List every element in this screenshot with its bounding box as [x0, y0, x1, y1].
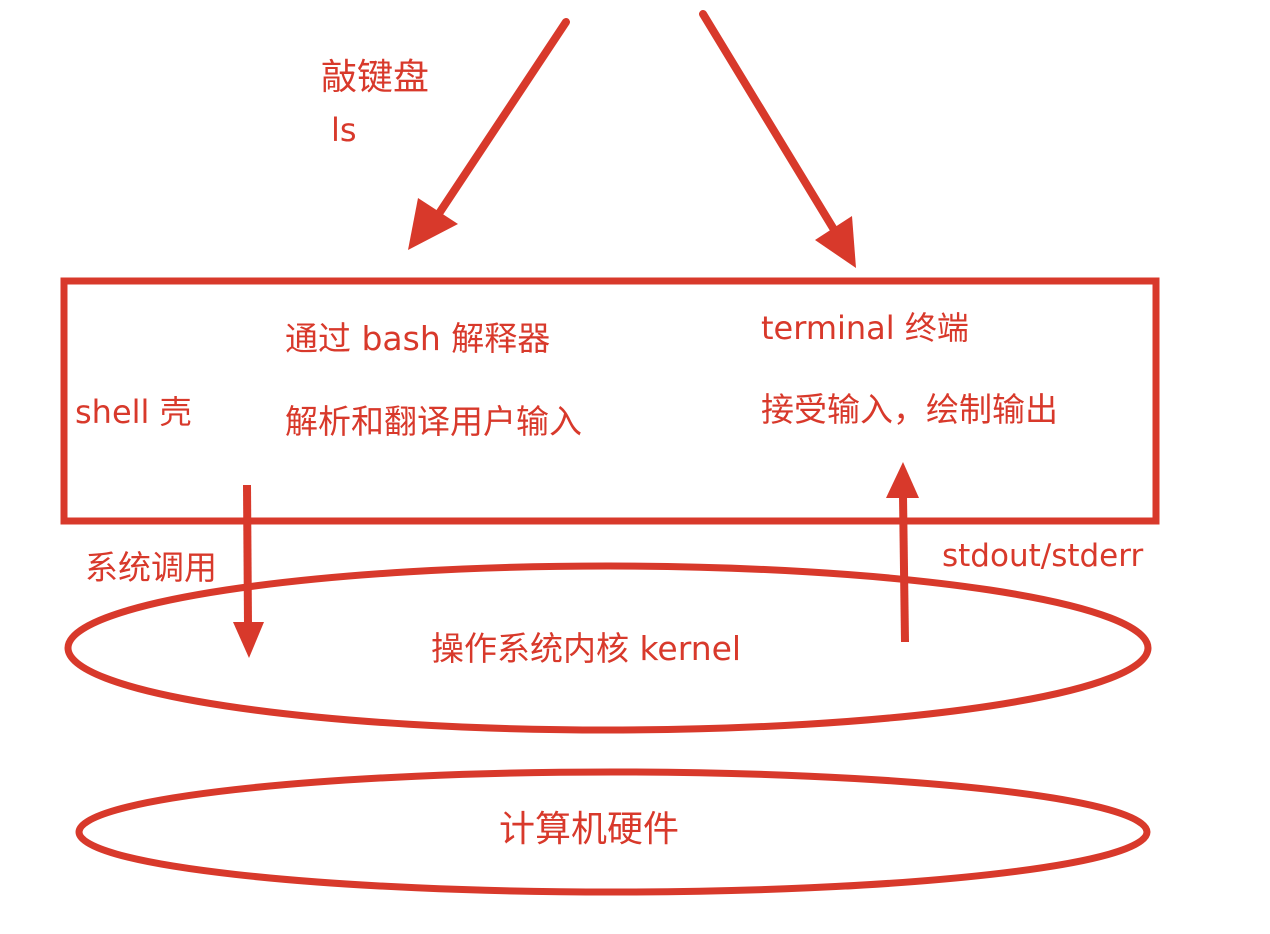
terminal-input-arrow: [699, 10, 856, 268]
keyboard-action-label: 敲键盘: [321, 57, 430, 98]
shell-label: shell 壳: [75, 393, 192, 431]
syscall-label: 系统调用: [85, 548, 217, 587]
syscall-arrow: [233, 484, 264, 658]
terminal-label: terminal 终端: [761, 309, 969, 347]
kernel-ellipse: [64, 562, 1152, 734]
kernel-label: 操作系统内核 kernel: [431, 629, 742, 668]
terminal-io-label: 接受输入，绘制输出: [761, 390, 1058, 429]
output-label: stdout/stderr: [942, 538, 1144, 574]
shell-terminal-box: [60, 277, 1160, 525]
shell-parse-label: 解析和翻译用户输入: [285, 402, 582, 441]
hardware-ellipse: [75, 768, 1151, 896]
hardware-label: 计算机硬件: [499, 809, 680, 850]
shell-interpreter-label: 通过 bash 解释器: [285, 319, 551, 358]
keyboard-input-arrow: [408, 18, 570, 250]
output-arrow: [886, 462, 919, 643]
command-label: ls: [331, 111, 357, 149]
